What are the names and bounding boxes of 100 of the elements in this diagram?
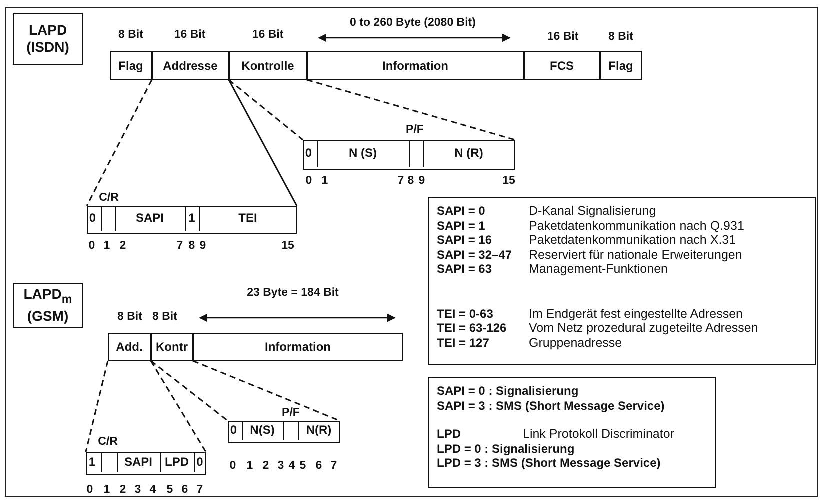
- bit-field: LPD: [160, 452, 194, 472]
- bit-field-frame: [87, 206, 297, 234]
- definition-text: Reserviert für nationale Erweiterungen: [529, 248, 742, 262]
- bit-field: Information: [307, 51, 524, 80]
- bit-number: 15: [282, 240, 294, 252]
- definition-text: Link Protokoll Discriminator: [523, 427, 674, 442]
- bit-number: 3: [134, 484, 142, 496]
- bit-field-frame: [228, 421, 340, 443]
- definition-panel: [428, 197, 816, 365]
- bit-field: FCS: [524, 51, 600, 80]
- definition-term: SAPI = 32–47: [437, 248, 514, 262]
- bit-field: SAPI: [114, 206, 184, 230]
- size-label: 16 Bit: [252, 29, 284, 41]
- bit-field: N (S): [316, 140, 408, 166]
- bit-number: 1: [322, 175, 328, 187]
- definition-term: SAPI = 63: [437, 262, 494, 276]
- bit-number: 7: [398, 175, 404, 187]
- bit-field: 1: [184, 206, 198, 230]
- bit-number: 7: [176, 240, 184, 252]
- bit-field: Flag: [110, 51, 152, 80]
- definition-text: Paketdatenkommunikation nach X.31: [529, 233, 736, 248]
- size-label: 8 Bit: [118, 29, 144, 41]
- size-label: 8 Bit: [118, 311, 142, 323]
- definition-panel: [428, 377, 716, 488]
- bit-number: 7: [330, 460, 338, 472]
- bit-field: SAPI: [116, 452, 160, 472]
- size-label: 16 Bit: [174, 29, 206, 41]
- bit-number: 0: [88, 240, 96, 252]
- definition-text: Vom Netz prozedural zugeteilte Adressen: [529, 321, 758, 336]
- bit-number: 9: [200, 240, 206, 252]
- bit-number: 0: [306, 175, 312, 187]
- bit-field-frame: [86, 452, 206, 475]
- length-label: 0 to 260 Byte (2080 Bit): [350, 17, 476, 29]
- bit-number: 2: [262, 460, 270, 472]
- definition-term: TEI = 0-63: [437, 306, 494, 321]
- protocol-title-box: LAPD$_{m}$ (GSM): [13, 283, 83, 328]
- bit-number: 6: [316, 460, 322, 472]
- bit-field: 1: [86, 452, 99, 472]
- bit-number: 6: [182, 484, 188, 496]
- bit-name-label: C/R: [99, 192, 119, 204]
- bit-number: 9: [418, 175, 426, 187]
- definition-term: TEI = 63-126: [437, 321, 508, 336]
- bit-number: 5: [166, 484, 174, 496]
- bit-field: 0: [302, 140, 315, 166]
- bit-name-label: P/F: [406, 124, 424, 136]
- definition-text: Im Endgerät fest eingestellte Adressen: [529, 306, 744, 321]
- expansion-line: [228, 80, 298, 206]
- bit-number: 15: [502, 175, 516, 187]
- definition-text: SAPI = 0 : Signalisierung: [437, 384, 579, 398]
- definition-term: SAPI = 1: [437, 218, 486, 233]
- length-label: 23 Byte = 184 Bit: [247, 287, 339, 299]
- dashed-expansion-line: [86, 80, 153, 206]
- definition-term: LPD: [437, 427, 462, 442]
- definition-term: TEI = 127: [437, 336, 490, 350]
- definition-term: SAPI = 16: [437, 233, 494, 248]
- definition-text: LPD = 3 : SMS (Short Message Service): [437, 456, 661, 470]
- bit-number: 8: [188, 240, 196, 252]
- bit-field: 0: [228, 420, 240, 440]
- bit-number: 2: [120, 240, 126, 252]
- definition-text: D-Kanal Signalisierung: [529, 204, 656, 218]
- bit-name-label: C/R: [98, 436, 118, 448]
- bit-number: 0: [230, 460, 236, 472]
- bit-field: Flag: [600, 51, 642, 80]
- bit-number: 8: [408, 175, 414, 187]
- size-label: 16 Bit: [547, 31, 579, 43]
- bit-number: 4: [288, 460, 296, 472]
- bit-number: 0: [86, 484, 94, 496]
- definition-text: SAPI = 3 : SMS (Short Message Service): [437, 398, 665, 413]
- bit-field: N(S): [242, 420, 282, 440]
- definition-text: Gruppenadresse: [529, 336, 622, 350]
- bit-number: 7: [196, 484, 204, 496]
- bit-field: Addresse: [152, 51, 229, 80]
- bit-number: 1: [104, 484, 110, 496]
- dashed-expansion-line: [228, 79, 304, 141]
- bit-field: Kontr: [151, 333, 193, 361]
- definition-text: LPD = 0 : Signalisierung: [437, 442, 575, 456]
- bit-name-label: P/F: [282, 407, 300, 419]
- dashed-expansion-line: [150, 360, 207, 452]
- dashed-expansion-line: [85, 360, 109, 452]
- size-label: 8 Bit: [152, 311, 178, 323]
- bit-number: 4: [150, 484, 156, 496]
- bit-field: Kontrolle: [229, 51, 307, 80]
- definition-text: Paketdatenkommunikation nach Q.931: [529, 218, 744, 233]
- bit-field: 0: [194, 452, 206, 472]
- definition-text: Management-Funktionen: [529, 262, 668, 276]
- bit-field: N(R): [298, 420, 340, 440]
- bit-number: 1: [104, 240, 110, 252]
- bit-field-frame: [303, 140, 515, 170]
- size-label: 8 Bit: [608, 31, 634, 43]
- definition-term: SAPI = 0: [437, 204, 486, 218]
- dashed-expansion-line: [150, 360, 228, 422]
- bit-number: 2: [120, 484, 126, 496]
- bit-number: 1: [246, 460, 254, 472]
- dashed-expansion-line: [306, 79, 516, 141]
- bit-number: 3: [278, 460, 284, 472]
- protocol-title-box: LAPD (ISDN): [13, 13, 83, 65]
- bit-field: TEI: [198, 206, 296, 230]
- bit-field: 0: [86, 206, 99, 230]
- bit-field: N (R): [422, 140, 514, 166]
- bit-number: 5: [300, 460, 306, 472]
